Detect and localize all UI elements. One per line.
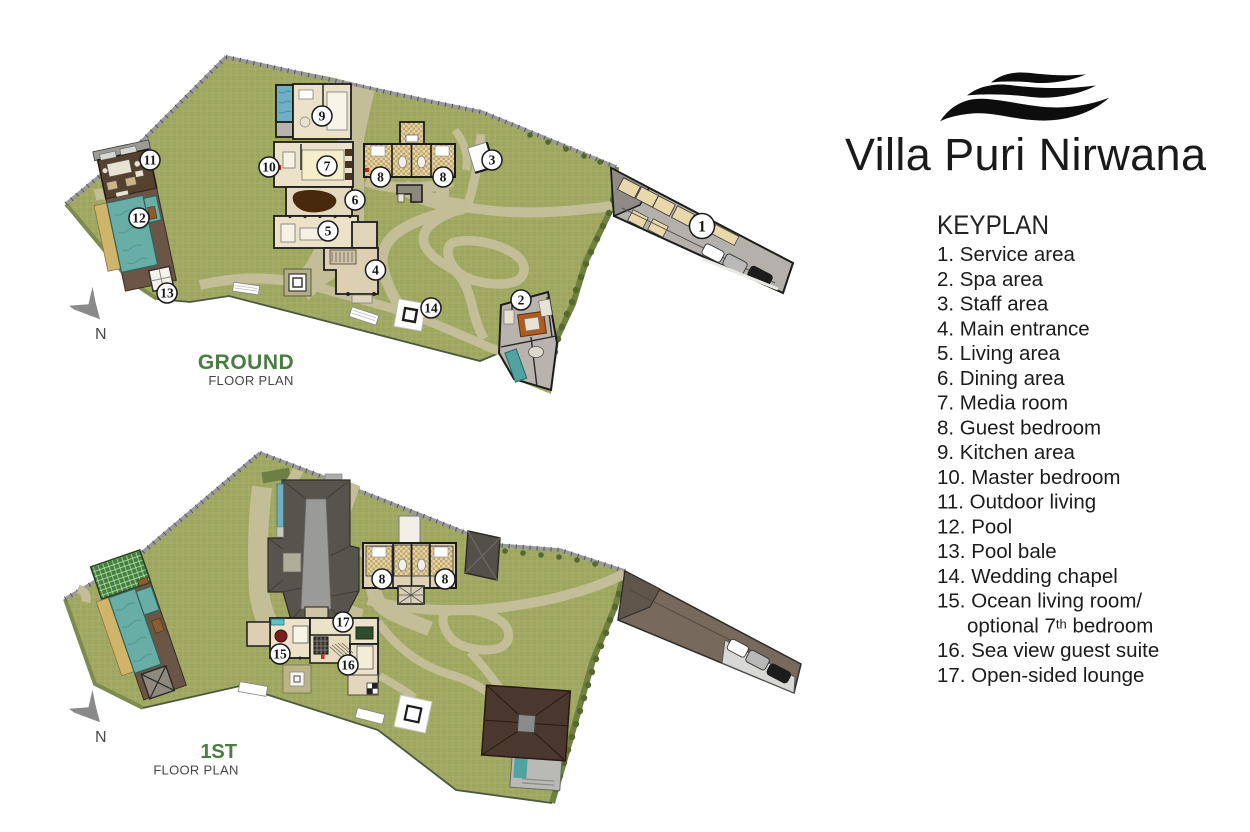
svg-text:15. Ocean living room/: 15. Ocean living room/ xyxy=(937,590,1142,613)
svg-text:13. Pool bale: 13. Pool bale xyxy=(937,540,1057,563)
svg-text:13: 13 xyxy=(160,286,174,301)
svg-text:9: 9 xyxy=(319,109,326,124)
svg-text:7. Media room: 7. Media room xyxy=(937,392,1068,415)
svg-text:10: 10 xyxy=(262,160,276,175)
svg-text:3: 3 xyxy=(489,153,496,168)
svg-text:12. Pool: 12. Pool xyxy=(937,515,1012,538)
svg-text:14: 14 xyxy=(424,301,438,316)
svg-text:FLOOR PLAN: FLOOR PLAN xyxy=(153,763,238,778)
svg-text:14. Wedding chapel: 14. Wedding chapel xyxy=(937,565,1118,588)
svg-text:8. Guest bedroom: 8. Guest bedroom xyxy=(937,416,1101,439)
svg-text:8: 8 xyxy=(379,572,386,587)
svg-text:2: 2 xyxy=(518,293,525,308)
svg-text:11: 11 xyxy=(144,153,157,168)
svg-text:12: 12 xyxy=(132,211,146,226)
svg-text:17. Open-sided lounge: 17. Open-sided lounge xyxy=(937,664,1144,687)
svg-text:8: 8 xyxy=(442,572,449,587)
svg-text:8: 8 xyxy=(377,170,384,185)
svg-text:3. Staff area: 3. Staff area xyxy=(937,293,1049,316)
svg-text:1. Service area: 1. Service area xyxy=(937,243,1075,266)
svg-text:11. Outdoor living: 11. Outdoor living xyxy=(937,491,1096,514)
svg-text:7: 7 xyxy=(324,159,331,174)
svg-text:4: 4 xyxy=(372,263,379,278)
svg-text:N: N xyxy=(95,326,107,343)
svg-text:N: N xyxy=(95,729,107,746)
svg-text:1ST: 1ST xyxy=(200,741,237,763)
svg-text:FLOOR PLAN: FLOOR PLAN xyxy=(208,373,293,388)
svg-text:8: 8 xyxy=(440,170,447,185)
svg-text:2. Spa area: 2. Spa area xyxy=(937,268,1044,291)
svg-text:KEYPLAN: KEYPLAN xyxy=(937,210,1049,240)
svg-text:16. Sea view guest suite: 16. Sea view guest suite xyxy=(937,639,1159,662)
svg-text:16: 16 xyxy=(341,658,355,673)
svg-text:Villa Puri Nirwana: Villa Puri Nirwana xyxy=(845,129,1207,180)
svg-text:6. Dining area: 6. Dining area xyxy=(937,367,1065,390)
svg-text:GROUND: GROUND xyxy=(198,351,294,374)
svg-text:5: 5 xyxy=(325,224,332,239)
svg-text:1: 1 xyxy=(698,219,706,236)
svg-text:17: 17 xyxy=(336,615,350,630)
svg-text:5. Living area: 5. Living area xyxy=(937,342,1061,365)
svg-text:9. Kitchen area: 9. Kitchen area xyxy=(937,441,1075,464)
svg-text:4. Main entrance: 4. Main entrance xyxy=(937,317,1090,340)
svg-text:6: 6 xyxy=(352,193,359,208)
svg-text:10. Master bedroom: 10. Master bedroom xyxy=(937,466,1120,489)
svg-text:15: 15 xyxy=(273,647,287,662)
svg-text:optional 7th bedroom: optional 7th bedroom xyxy=(967,614,1153,637)
